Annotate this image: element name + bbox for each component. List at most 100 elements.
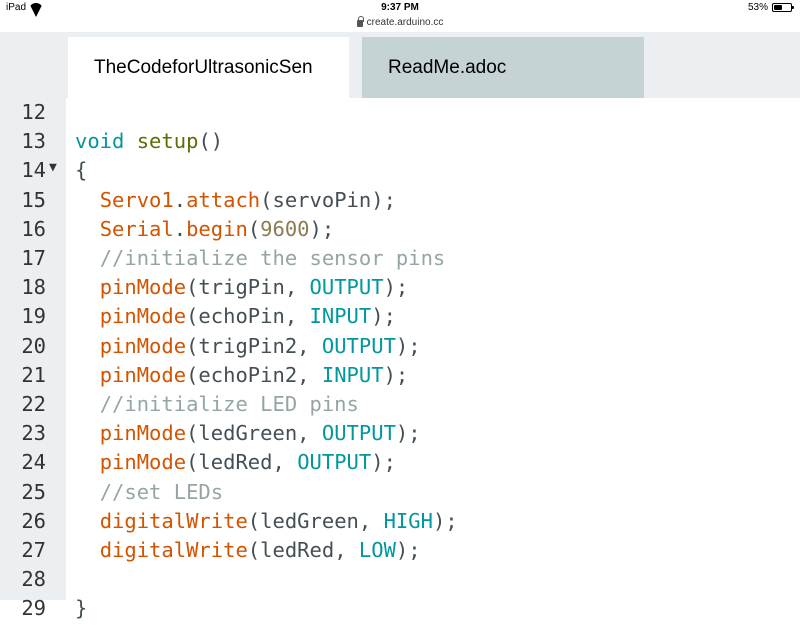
code-token: () [198,129,224,154]
code-line[interactable]: 20 pinMode(trigPin2, OUTPUT); [0,334,800,363]
code-text: pinMode(trigPin2, OUTPUT); [75,334,421,358]
code-text: pinMode(ledGreen, OUTPUT); [75,421,421,445]
line-number: 23 [21,421,46,446]
code-token: //set LEDs [99,479,224,504]
status-time: 9:37 PM [381,2,419,13]
code-token: . [173,216,187,241]
code-token [75,275,100,299]
code-text: Serial.begin(9600); [75,216,335,241]
code-line[interactable]: 26 digitalWrite(ledGreen, HIGH); [0,509,800,538]
address-bar[interactable]: create.arduino.cc [0,14,800,30]
code-token: (echoPin2, [186,362,322,387]
line-number: 22 [21,392,46,416]
code-token [75,188,100,212]
code-token: begin [186,216,248,241]
code-text: digitalWrite(ledRed, LOW); [75,538,421,562]
code-text: pinMode(trigPin, OUTPUT); [75,275,409,300]
code-token: pinMode [99,333,187,358]
code-token: ); [371,450,396,475]
code-line[interactable]: 21 pinMode(echoPin2, INPUT); [0,363,800,392]
code-token: //initialize the sensor pins [99,246,446,270]
code-token: HIGH [383,508,433,533]
code-token: ); [432,508,458,533]
code-line[interactable]: 28 [0,567,800,596]
status-right: 53% [748,2,794,13]
line-number: 29 [21,596,46,621]
code-token: ); [395,333,421,358]
code-line[interactable]: 25 //set LEDs [0,480,800,509]
code-line[interactable]: 18 pinMode(trigPin, OUTPUT); [0,275,800,304]
code-token: pinMode [99,362,187,387]
code-token: ); [309,216,335,241]
battery-icon [772,3,794,12]
code-token: (ledGreen, [247,508,384,533]
code-token: } [75,596,88,621]
code-token: (trigPin2, [186,333,322,358]
code-token [75,334,100,358]
code-line[interactable]: 14▼{ [0,158,800,187]
code-token [75,392,100,416]
line-number: 17 [21,246,46,270]
code-token: ); [395,538,421,562]
line-number: 19 [21,304,46,329]
code-token: setup [136,129,199,154]
tab-sketch-file[interactable]: TheCodeforUltrasonicSen [68,37,349,98]
code-token: LOW [358,538,396,562]
code-line[interactable]: 17 //initialize the sensor pins [0,246,800,275]
line-number: 20 [21,333,46,358]
code-token [75,217,100,241]
code-token: pinMode [99,275,187,300]
code-token: digitalWrite [99,508,248,533]
line-number: 18 [21,275,46,300]
code-line[interactable]: 29} [0,596,800,625]
code-text: pinMode(echoPin, INPUT); [75,304,396,328]
code-token: ); [395,421,421,446]
line-number: 27 [21,538,46,562]
code-line[interactable]: 22 //initialize LED pins [0,392,800,421]
code-token: attach [186,187,261,212]
code-token: (ledRed, [186,450,298,475]
line-number: 12 [21,100,46,124]
line-number: 13 [21,129,46,154]
code-text: } [75,596,87,620]
code-line[interactable]: 27 digitalWrite(ledRed, LOW); [0,538,800,567]
code-token: Servo1 [99,187,174,212]
code-text: { [75,158,87,182]
code-token [75,538,100,562]
code-token: void [75,129,125,154]
line-number: 26 [21,508,46,533]
line-number: 21 [21,362,46,387]
code-line[interactable]: 16 Serial.begin(9600); [0,217,800,246]
code-line[interactable]: 23 pinMode(ledGreen, OUTPUT); [0,421,800,450]
status-bar: iPad 9:37 PM 53% [0,0,800,16]
tab-readme[interactable]: ReadMe.adoc [362,37,644,98]
line-number: 25 [21,479,46,504]
line-number: 16 [21,216,46,241]
code-line[interactable]: 19 pinMode(echoPin, INPUT); [0,304,800,333]
file-tabs: TheCodeforUltrasonicSen ReadMe.adoc [0,32,800,98]
code-line[interactable]: 13 void setup() [0,129,800,158]
code-line[interactable]: 24 pinMode(ledRed, OUTPUT); [0,450,800,479]
code-token: ); [371,304,396,329]
lock-icon [356,15,364,27]
code-token [75,304,100,328]
code-text: pinMode(echoPin2, INPUT); [75,362,409,387]
code-token [75,421,100,445]
code-token: (trigPin, [186,275,310,300]
line-number: 24 [21,450,46,475]
code-token: 9600 [260,216,310,241]
code-token: pinMode [99,304,187,329]
code-token: ( [247,216,261,241]
url-text[interactable]: create.arduino.cc [366,16,444,28]
code-text: void setup() [75,129,223,153]
fold-arrow-icon[interactable]: ▼ [49,160,57,176]
code-line[interactable]: 12 [0,100,800,129]
code-text: //initialize LED pins [75,392,359,416]
code-token: Serial [99,216,174,241]
code-token: { [75,158,88,183]
code-editor: TheCodeforUltrasonicSen ReadMe.adoc 12 13… [0,32,800,620]
code-line[interactable]: 15 Servo1.attach(servoPin); [0,188,800,217]
status-left: iPad [6,2,42,13]
code-token [124,129,136,153]
